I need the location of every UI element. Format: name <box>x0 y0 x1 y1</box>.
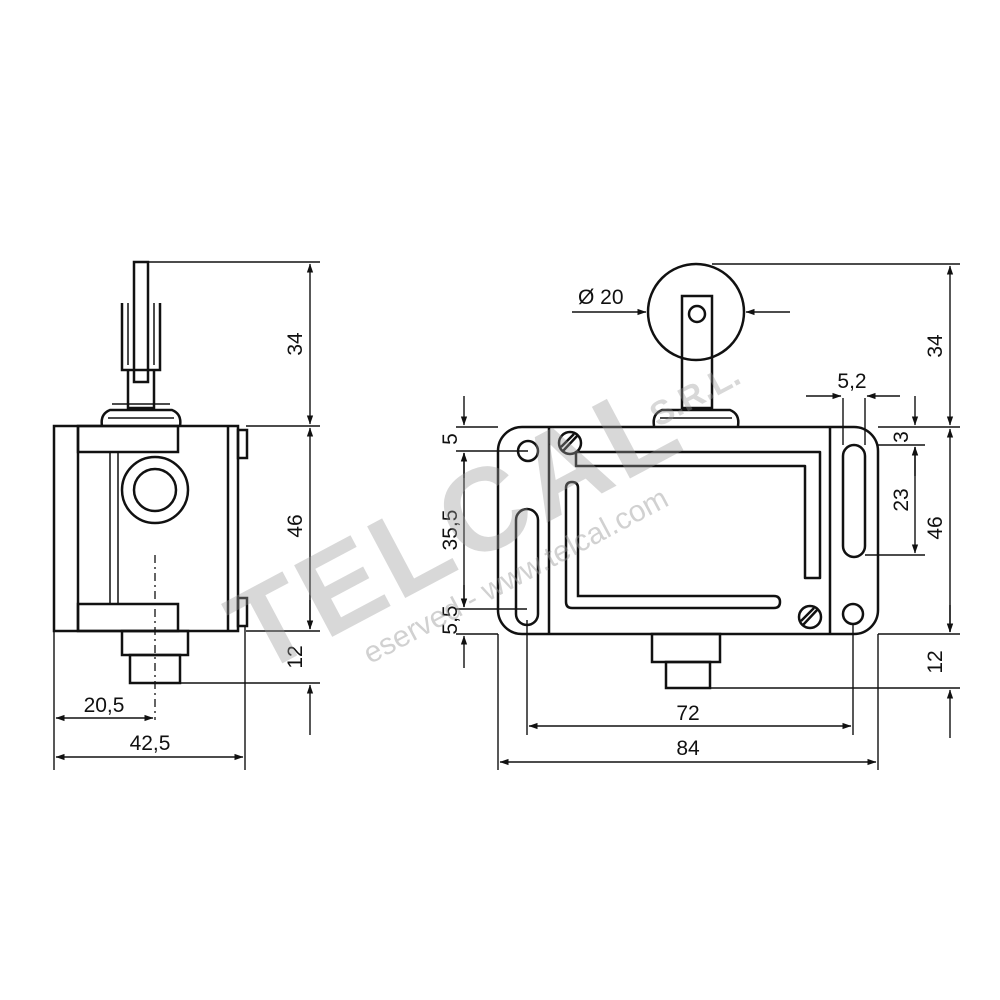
watermark-suffix: S.R.L. <box>644 356 747 435</box>
slot-length-label: 35,5 <box>439 510 462 551</box>
side-top-height-label: 34 <box>284 332 307 356</box>
front-stem <box>650 632 722 690</box>
front-top-height-label: 34 <box>924 334 947 358</box>
side-view: 34 46 12 20,5 42,5 <box>52 260 320 770</box>
roller <box>646 262 746 427</box>
front-extension-lines <box>456 263 960 770</box>
roller-diameter-label: Ø 20 <box>578 286 624 309</box>
right-slot-length-label: 23 <box>890 488 913 511</box>
side-stem <box>120 629 190 685</box>
side-stem-height-label: 12 <box>284 645 307 668</box>
side-body <box>52 424 249 720</box>
bottom-screw-icon <box>797 604 823 630</box>
bottom-right-hole <box>841 602 865 626</box>
slot-width-label: 5,2 <box>837 370 866 393</box>
side-half-width-label: 20,5 <box>84 694 125 717</box>
lever-arm <box>120 260 162 410</box>
right-top-offset-label: 3 <box>890 431 913 443</box>
front-stem-height-label: 12 <box>924 650 947 673</box>
front-total-width-label: 84 <box>676 737 700 760</box>
front-body-height-label: 46 <box>924 516 947 539</box>
side-pulley <box>100 403 182 427</box>
right-slot <box>841 443 867 559</box>
top-hole-offset-label: 5 <box>439 433 462 445</box>
side-body-height-label: 46 <box>284 514 307 537</box>
side-extension-lines <box>53 261 320 770</box>
front-view: Ø 20 34 46 12 3 23 5,2 5 35,5 5,5 72 84 <box>439 262 960 770</box>
side-total-width-label: 42,5 <box>130 732 171 755</box>
bottom-hole-offset-label: 5,5 <box>439 605 462 634</box>
hole-spacing-label: 72 <box>676 702 699 725</box>
top-screw-icon <box>557 430 583 456</box>
